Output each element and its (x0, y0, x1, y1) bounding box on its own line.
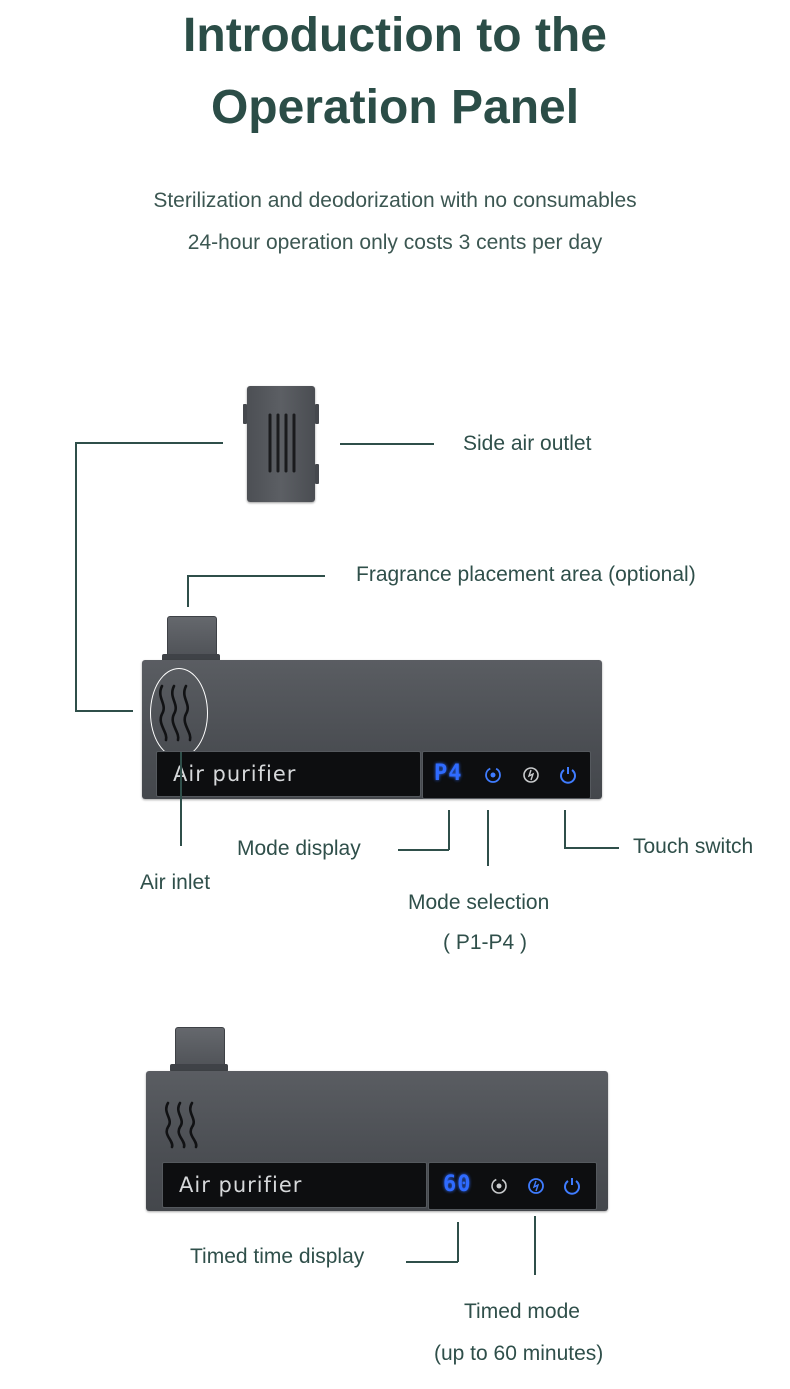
timer-display-readout: 60 (443, 1172, 472, 1197)
control-panel-2: 60 (428, 1162, 597, 1210)
power-icon[interactable] (557, 764, 579, 786)
air-inlet-highlight (150, 668, 208, 758)
brand-panel: Air purifier (156, 751, 421, 797)
mode-display-readout: P4 (434, 761, 463, 786)
timer-icon[interactable] (526, 1176, 546, 1196)
control-panel: P4 (422, 751, 591, 799)
label-air-inlet: Air inlet (140, 871, 211, 894)
label-mode-display: Mode display (237, 837, 361, 860)
label-timed-range: (up to 60 minutes) (434, 1342, 604, 1365)
label-fragrance-area: Fragrance placement area (optional) (356, 563, 696, 586)
page-title-line-1: Introduction to the (183, 9, 607, 62)
device-brand-text: Air purifier (173, 762, 297, 786)
page-title-line-2: Operation Panel (210, 81, 580, 134)
label-side-air-outlet: Side air outlet (463, 432, 592, 455)
label-mode-selection: Mode selection (408, 891, 550, 914)
vent-grille-icon (268, 413, 296, 473)
airflow-waves-icon (165, 1101, 198, 1149)
brand-panel-2: Air purifier (162, 1162, 427, 1208)
label-timed-mode: Timed mode (464, 1300, 580, 1323)
subtitle-line-1: Sterilization and deodorization with no … (153, 189, 637, 212)
label-mode-range: ( P1-P4 ) (443, 931, 528, 954)
subtitle-line-2: 24-hour operation only costs 3 cents per… (187, 231, 603, 254)
device-brand-text-2: Air purifier (179, 1173, 303, 1197)
mode-icon[interactable] (489, 1176, 509, 1196)
power-icon[interactable] (561, 1175, 583, 1197)
label-timed-display: Timed time display (190, 1245, 365, 1268)
mode-icon[interactable] (483, 765, 503, 785)
fragrance-holder (167, 616, 217, 660)
label-touch-switch: Touch switch (633, 835, 754, 858)
side-air-outlet-unit (243, 386, 319, 502)
timer-icon[interactable] (521, 765, 541, 785)
